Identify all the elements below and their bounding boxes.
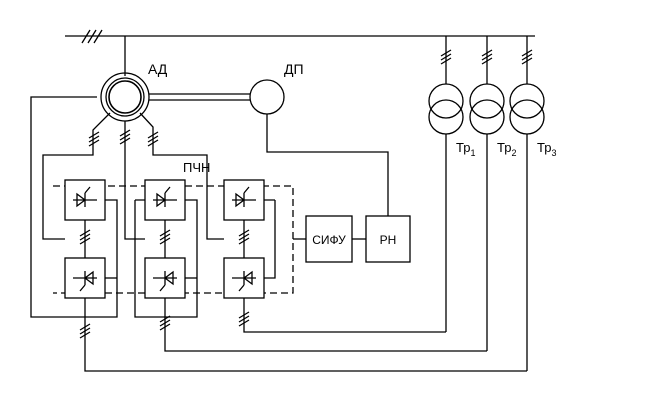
voltage-regulator: РН [365, 215, 411, 263]
dc-machine-to-regulator [266, 114, 389, 216]
transformer-1 [428, 36, 464, 332]
transformer-3 [509, 36, 545, 371]
transformer-3-label: Тр3 [537, 140, 556, 158]
transformer-1-label: Тр1 [456, 140, 475, 158]
lead-tick-1 [88, 131, 100, 147]
rotor-leads [42, 112, 224, 240]
thyristor-column-1 [64, 179, 106, 299]
motor-label: АД [148, 61, 168, 77]
phase-control-unit: СИФУ [305, 215, 353, 263]
return-lines [79, 298, 527, 372]
regulator-label: РН [380, 233, 397, 247]
dc-machine-label: ДП [284, 61, 304, 77]
column-bus-lines [30, 96, 276, 318]
induction-motor: АД [100, 61, 168, 122]
lead-tick-2 [119, 129, 131, 145]
thyristor-column-2 [144, 179, 186, 299]
supply-bus [65, 29, 535, 44]
phase-control-label: СИФУ [312, 233, 346, 247]
thyristor-column-3 [223, 179, 265, 299]
shaft [149, 93, 250, 101]
converter-label: ПЧН [183, 160, 210, 175]
transformer-2-label: Тр2 [497, 140, 516, 158]
transformer-2 [469, 36, 505, 351]
lead-tick-3 [147, 131, 159, 147]
dc-machine: ДП [249, 61, 304, 115]
